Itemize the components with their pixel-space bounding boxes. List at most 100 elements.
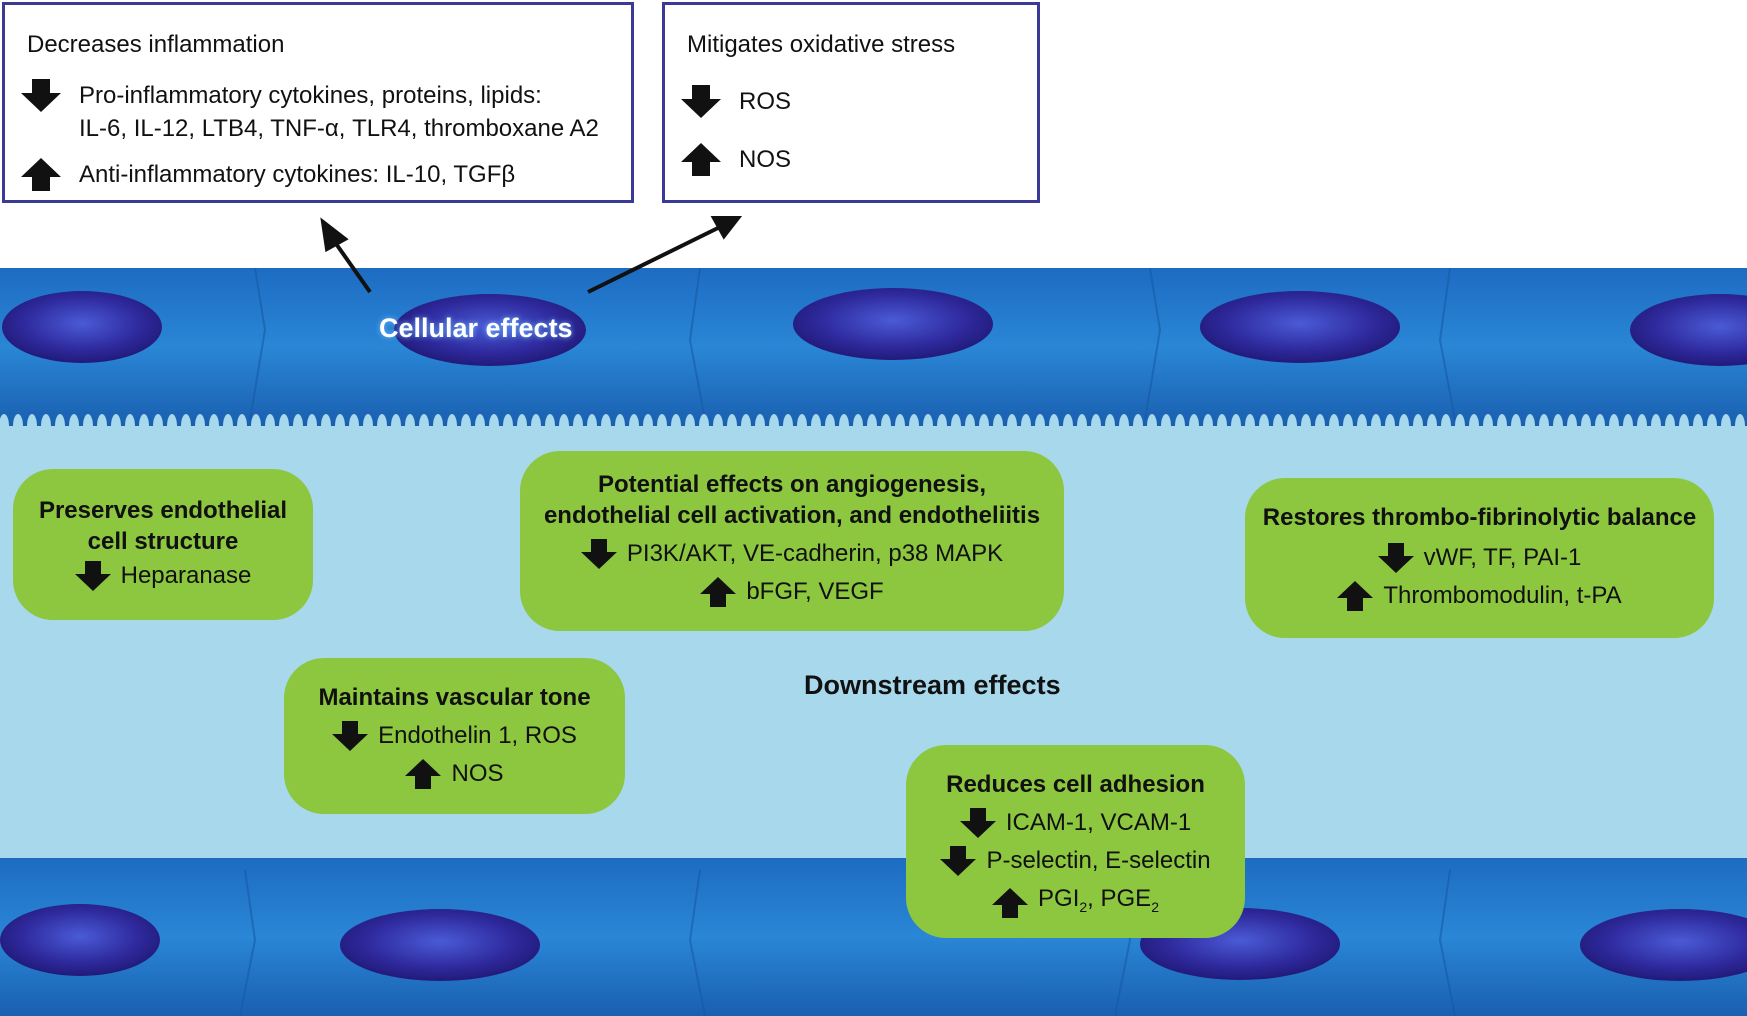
up-arrow-icon	[21, 158, 61, 191]
microvillus	[1525, 414, 1535, 438]
angiogenesis-title-2: endothelial cell activation, and endothe…	[543, 502, 1041, 529]
microvillus	[1147, 414, 1157, 438]
microvillus	[13, 414, 23, 438]
microvillus	[1371, 414, 1381, 438]
microvillus	[587, 414, 597, 438]
oxidative-up-item: NOS	[681, 143, 791, 176]
thrombo-down-text: vWF, TF, PAI-1	[1423, 544, 1582, 571]
inflammation-box: Decreases inflammation Pro-inflammatory …	[2, 2, 634, 203]
microvillus	[1707, 414, 1717, 438]
structure-title-2: cell structure	[87, 528, 239, 555]
microvillus	[1427, 414, 1437, 438]
microvillus	[349, 414, 359, 438]
microvillus	[419, 414, 429, 438]
microvillus	[55, 414, 65, 438]
microvillus	[167, 414, 177, 438]
microvillus	[1105, 414, 1115, 438]
up-arrow-icon	[992, 888, 1029, 918]
microvillus	[797, 414, 807, 438]
microvillus	[867, 414, 877, 438]
microvillus	[531, 414, 541, 438]
microvillus	[307, 414, 317, 438]
microvillus	[1287, 414, 1297, 438]
microvillus	[783, 414, 793, 438]
microvillus	[111, 414, 121, 438]
microvillus	[1301, 414, 1311, 438]
microvillus	[405, 414, 415, 438]
top-microvilli	[0, 414, 1745, 438]
microvillus	[811, 414, 821, 438]
microvillus	[97, 414, 107, 438]
microvillus	[1329, 414, 1339, 438]
microvillus	[195, 414, 205, 438]
structure-down-text: Heparanase	[120, 562, 252, 589]
inflammation-up-item: Anti-inflammatory cytokines: IL-10, TGFβ	[21, 158, 515, 191]
microvillus	[559, 414, 569, 438]
nucleus	[2, 291, 162, 363]
microvillus	[909, 414, 919, 438]
microvillus	[125, 414, 135, 438]
down-arrow-icon	[959, 808, 996, 838]
microvillus	[1581, 414, 1591, 438]
bottom-vessel-wall	[0, 858, 1747, 1016]
microvillus	[713, 414, 723, 438]
microvillus	[1259, 414, 1269, 438]
vascular-down-text: Endothelin 1, ROS	[378, 722, 577, 749]
microvillus	[1553, 414, 1563, 438]
thrombo-down-item: vWF, TF, PAI-1	[1245, 539, 1714, 577]
oxidative-box: Mitigates oxidative stress ROS NOS	[662, 2, 1040, 203]
microvillus	[769, 414, 779, 438]
cellular-effects-label: Cellular effects	[379, 313, 573, 343]
microvillus	[685, 414, 695, 438]
microvillus	[839, 414, 849, 438]
microvillus	[1315, 414, 1325, 438]
microvillus	[1119, 414, 1129, 438]
arrow-head	[320, 217, 349, 253]
microvillus	[237, 414, 247, 438]
arrow-to-inflammation	[330, 236, 372, 294]
adhesion-down-item: ICAM-1, VCAM-1	[906, 804, 1245, 842]
microvillus	[1133, 414, 1143, 438]
microvillus	[279, 414, 289, 438]
down-arrow-icon	[940, 846, 977, 876]
up-arrow-icon	[1337, 581, 1374, 611]
down-arrow-icon	[21, 79, 61, 112]
down-arrow-icon	[1377, 543, 1414, 573]
microvillus	[363, 414, 373, 438]
microvillus	[937, 414, 947, 438]
up-arrow-icon	[700, 577, 737, 607]
inflammation-down-text2: IL-6, IL-12, LTB4, TNF-α, TLR4, thrombox…	[79, 115, 599, 142]
microvillus	[153, 414, 163, 438]
microvillus	[629, 414, 639, 438]
vascular-title: Maintains vascular tone	[318, 684, 591, 711]
microvillus	[1609, 414, 1619, 438]
microvillus	[321, 414, 331, 438]
microvillus	[1679, 414, 1689, 438]
microvillus	[1343, 414, 1353, 438]
microvillus	[1007, 414, 1017, 438]
microvillus	[1049, 414, 1059, 438]
microvillus	[1189, 414, 1199, 438]
microvillus	[923, 414, 933, 438]
microvillus	[881, 414, 891, 438]
adhesion-down-item: P-selectin, E-selectin	[906, 842, 1245, 880]
microvillus	[1595, 414, 1605, 438]
microvillus	[699, 414, 709, 438]
structure-down-item: Heparanase	[13, 557, 313, 595]
oxidative-up-text: NOS	[739, 146, 792, 173]
inflammation-down-text: Pro-inflammatory cytokines, proteins, li…	[79, 82, 542, 109]
nucleus	[793, 288, 993, 360]
pge-subscript: 2	[1151, 899, 1159, 915]
thrombo-up-item: Thrombomodulin, t-PA	[1245, 577, 1714, 615]
microvillus	[965, 414, 975, 438]
microvillus	[853, 414, 863, 438]
microvillus	[1063, 414, 1073, 438]
microvillus	[1693, 414, 1703, 438]
thrombo-up-text: Thrombomodulin, t-PA	[1383, 582, 1622, 609]
microvillus	[1441, 414, 1451, 438]
nucleus	[1630, 294, 1747, 366]
microvillus	[1721, 414, 1731, 438]
microvillus	[1637, 414, 1647, 438]
inflammation-up-text: Anti-inflammatory cytokines: IL-10, TGFβ	[79, 161, 516, 188]
